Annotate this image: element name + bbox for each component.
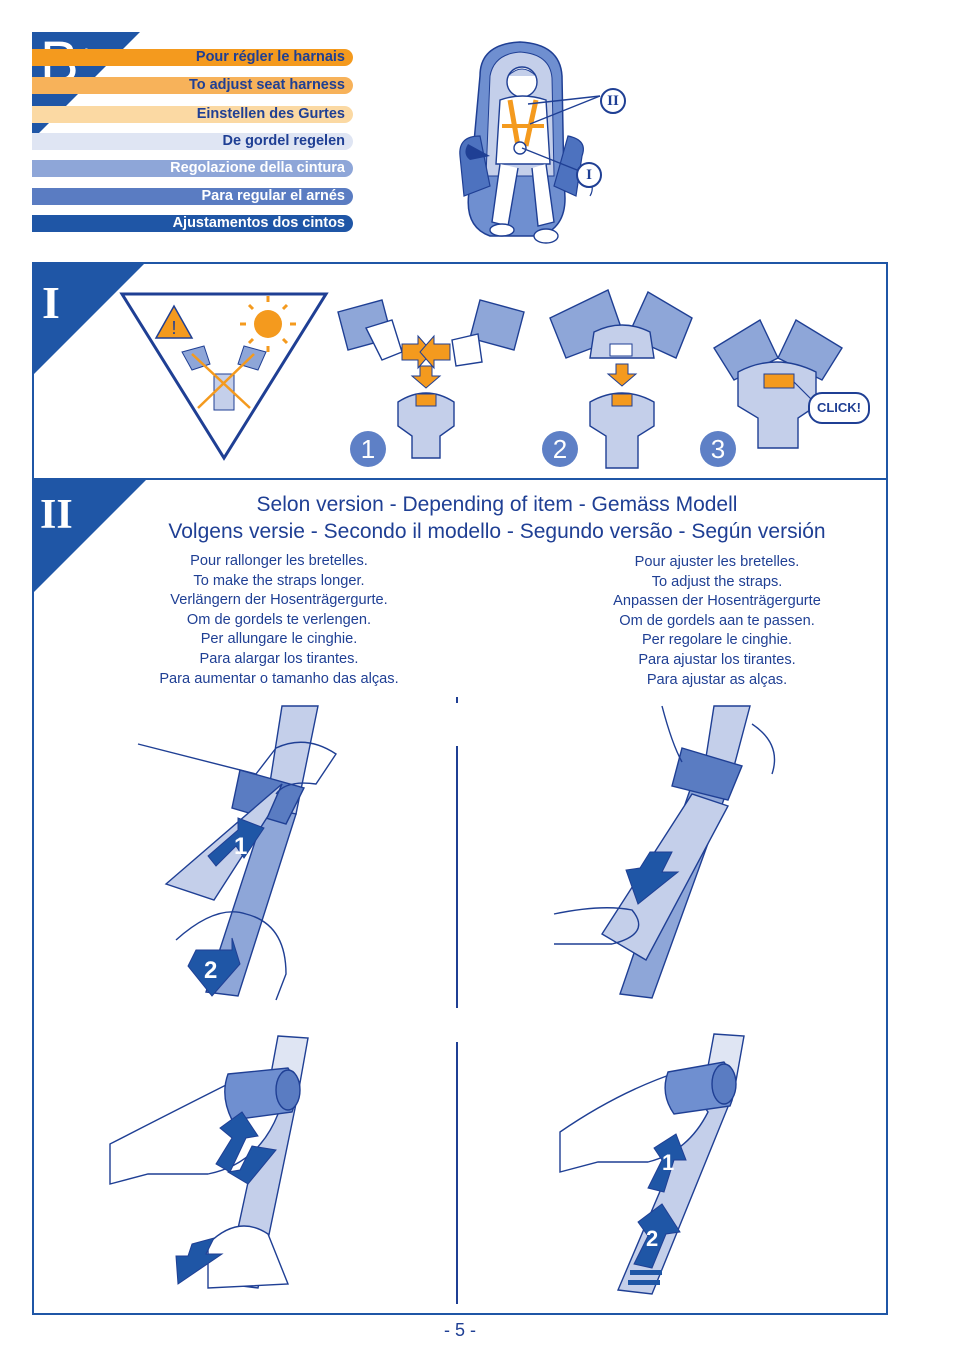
step-number-2: 2: [542, 431, 578, 467]
section-ii-corner: [34, 480, 146, 592]
column-divider-tick: [456, 697, 458, 703]
lang-title-en: To adjust seat harness: [32, 77, 353, 94]
instruction-frame: [32, 262, 888, 1315]
lengthen-strap-illustration: 1 2: [137, 705, 337, 1001]
lang-title-de: Einstellen des Gurtes: [32, 106, 353, 123]
page-number: - 5 -: [443, 1320, 476, 1340]
adjust-line-en: To adjust the straps.: [651, 573, 783, 590]
lang-title-it: Regolazione della cintura: [32, 160, 353, 177]
arrow-label-right-2: 2: [646, 1226, 658, 1251]
lang-title-fr: Pour régler le harnais: [32, 49, 353, 66]
column-divider-lower: [456, 1042, 458, 1304]
version-title-line-2: Volgens versie - Secondo il modello - Se…: [168, 520, 826, 543]
lengthen-line-pt: Para aumentar o tamanho das alças.: [159, 670, 399, 687]
svg-text:!: !: [171, 318, 176, 338]
section-i-corner: [34, 264, 144, 374]
version-title-line-1: Selon version - Depending of item - Gemä…: [256, 493, 738, 516]
adjust-line-pt: Para ajustar as alças.: [646, 671, 788, 688]
arrow-label-right-1: 1: [662, 1150, 674, 1175]
lengthen-line-nl: Om de gordels te verlengen.: [186, 611, 372, 628]
section-i-label: I: [42, 277, 60, 328]
warning-triangle: !: [119, 292, 329, 461]
adjust-line-it: Per regolare le cinghie.: [641, 632, 793, 649]
buckle-step-3-illustration: [713, 318, 843, 449]
adjust-line-fr: Pour ajuster les bretelles.: [634, 554, 800, 570]
adjust-line-nl: Om de gordels aan te passen.: [619, 612, 815, 629]
car-seat-illustration: [459, 41, 601, 244]
arrow-label-2: 2: [204, 957, 217, 984]
buckle-step-2-illustration: [549, 289, 693, 469]
arrow-label-1: 1: [234, 833, 247, 860]
rotary-lengthen-illustration: [109, 1035, 309, 1289]
buckle-step-1-illustration: [337, 299, 525, 459]
lengthen-straps-instructions: Pour rallonger les bretelles. To make th…: [114, 552, 444, 689]
lengthen-line-fr: Pour rallonger les bretelles.: [190, 553, 368, 569]
adjust-line-de: Anpassen der Hosenträgergurte: [613, 593, 821, 610]
column-divider-upper: [456, 746, 458, 1008]
step-number-1: 1: [350, 431, 386, 467]
step-number-3: 3: [700, 431, 736, 467]
lengthen-line-it: Per allungare le cinghie.: [200, 631, 358, 648]
lang-title-es: Para regular el arnés: [32, 188, 353, 205]
section-divider: [34, 478, 886, 480]
adjust-strap-illustration: [553, 705, 776, 999]
adjust-straps-instructions: Pour ajuster les bretelles. To adjust th…: [552, 553, 882, 690]
lengthen-line-de: Verlängern der Hosenträgergurte.: [170, 592, 388, 609]
callout-ii: II: [600, 88, 626, 114]
lang-title-nl: De gordel regelen: [32, 133, 353, 150]
lang-title-pt: Ajustamentos dos cintos: [32, 215, 353, 232]
rotary-adjust-illustration: 1 2: [559, 1033, 745, 1295]
lengthen-line-es: Para alargar los tirantes.: [199, 650, 359, 667]
callout-i: I: [576, 162, 602, 188]
section-ii-label: II: [40, 492, 73, 538]
lengthen-line-en: To make the straps longer.: [193, 572, 365, 589]
adjust-line-es: Para ajustar los tirantes.: [638, 651, 796, 668]
click-label: CLICK!: [808, 392, 870, 424]
